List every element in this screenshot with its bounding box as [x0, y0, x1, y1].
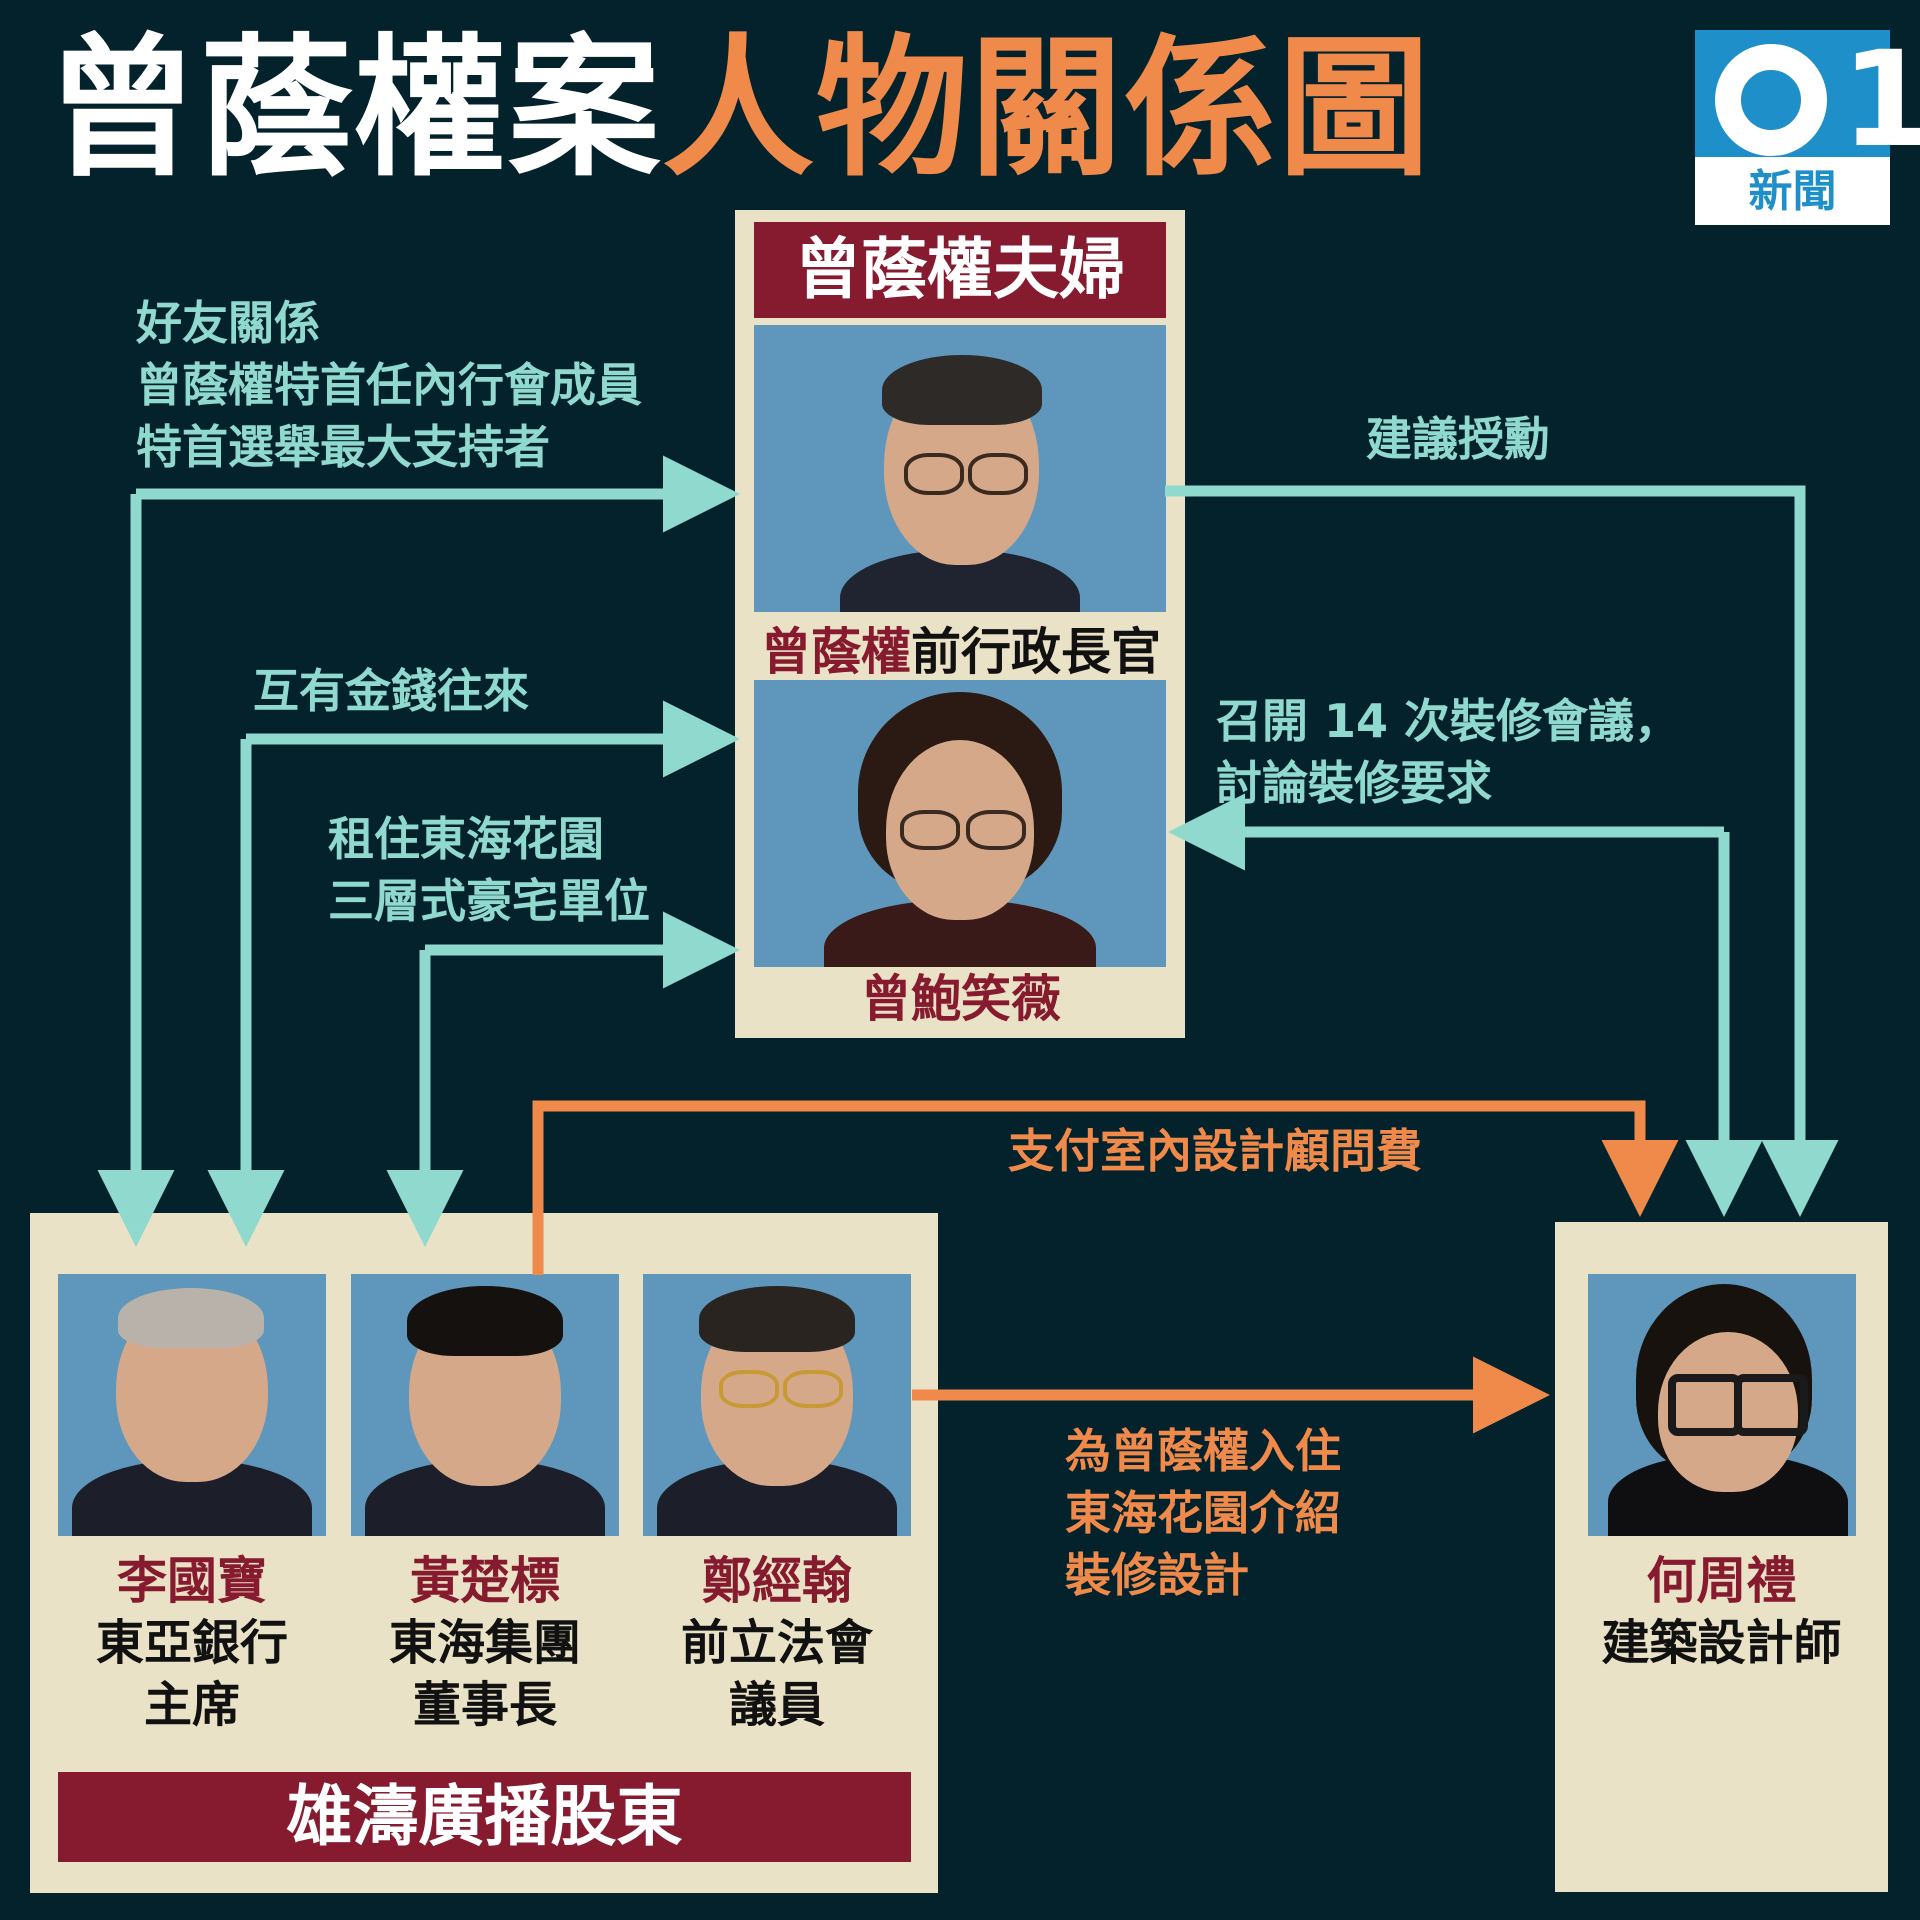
label-award: 建議授勳 [1366, 412, 1550, 466]
photo-hair [882, 355, 1042, 425]
ho-role: 建築設計師 [1601, 1615, 1842, 1671]
glasses-icon [904, 453, 964, 495]
couple-banner: 曾蔭權夫婦 [754, 222, 1166, 318]
glasses-icon [719, 1370, 779, 1408]
photo-head [1658, 1332, 1798, 1492]
label-meetings: 召開 14 次裝修會議， 討論裝修要求 [1216, 694, 1681, 810]
title-part1: 曾蔭權案 [46, 20, 662, 197]
wong-photo [351, 1274, 619, 1536]
label-fee: 支付室內設計顧問費 [1008, 1124, 1422, 1178]
cheng-name: 鄭經翰 [702, 1552, 852, 1610]
shareholders-banner: 雄濤廣播股東 [58, 1772, 911, 1862]
glasses-icon [968, 453, 1028, 495]
label-rent: 租住東海花園 三層式豪宅單位 [328, 812, 650, 928]
cheng-role: 前立法會 議員 [680, 1615, 873, 1733]
hk01-logo: 1 新聞 [1695, 30, 1920, 225]
glasses-icon [966, 810, 1026, 850]
cheng-photo [643, 1274, 911, 1536]
tsang-photo [754, 325, 1166, 612]
glasses-icon [900, 810, 960, 850]
arrow-award [1165, 485, 1839, 1217]
wong-role: 東海集團 董事長 [388, 1615, 581, 1733]
lee-role: 東亞銀行 主席 [95, 1615, 288, 1733]
photo-hair [699, 1286, 855, 1352]
tsang-role: 前行政長官 [911, 623, 1161, 681]
label-intro: 為曾蔭權入住 東海花園介紹 裝修設計 [1065, 1424, 1341, 1602]
photo-hair [118, 1288, 264, 1348]
photo-hair [407, 1286, 563, 1356]
tsang-caption: 曾蔭權前行政長官 [736, 618, 1186, 686]
lee-name: 李國寶 [117, 1552, 267, 1610]
title-part2: 人物關係圖 [662, 20, 1432, 197]
arrow-fee [532, 1100, 1679, 1275]
logo-mark: 1 [1841, 23, 1920, 177]
logo-bar [1695, 157, 1890, 225]
label-money: 互有金錢往來 [253, 664, 529, 718]
glasses-icon [783, 1370, 843, 1408]
glasses-icon [1734, 1374, 1808, 1436]
wife-photo [754, 680, 1166, 967]
label-friends: 好友關係 曾蔭權特首任內行會成員 特首選舉最大支持者 [136, 296, 642, 474]
wong-name: 黃楚標 [410, 1552, 560, 1610]
tsang-name: 曾蔭權 [761, 623, 911, 681]
page-title: 曾蔭權案人物關係圖 [46, 18, 1432, 200]
lee-photo [58, 1274, 326, 1536]
logo-text: 新聞 [1748, 166, 1837, 217]
ho-photo [1588, 1274, 1856, 1536]
ho-name: 何周禮 [1646, 1552, 1797, 1610]
wife-name: 曾鮑笑薇 [861, 970, 1061, 1028]
